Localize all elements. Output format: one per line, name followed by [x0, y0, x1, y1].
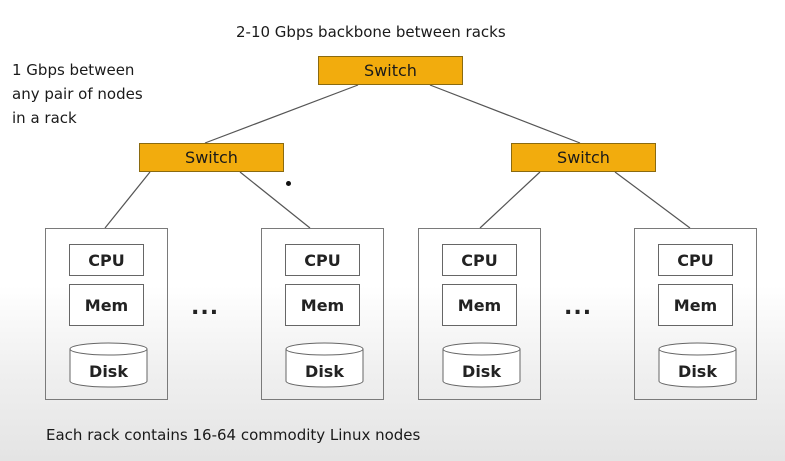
rack-link-note-line-3: in a rack — [12, 109, 77, 127]
link-top-to-right-switch — [429, 84, 581, 144]
disk-cylinder: Disk — [442, 341, 521, 389]
disk-icon — [69, 342, 148, 388]
disk-icon — [658, 342, 737, 388]
link-right-switch-to-node-4 — [614, 171, 691, 229]
link-left-switch-to-node-1 — [104, 171, 151, 229]
disk-label: Disk — [678, 362, 717, 381]
ellipsis-left: ... — [191, 295, 220, 320]
disk-cylinder: Disk — [285, 341, 364, 389]
node-box: CPU Mem Disk — [634, 228, 757, 400]
node-box: CPU Mem Disk — [45, 228, 168, 400]
node-box: CPU Mem Disk — [261, 228, 384, 400]
node-box: CPU Mem Disk — [418, 228, 541, 400]
cpu-box: CPU — [285, 244, 360, 276]
disk-icon — [442, 342, 521, 388]
ellipsis-right: ... — [564, 295, 593, 320]
disk-icon — [285, 342, 364, 388]
disk-cylinder: Disk — [658, 341, 737, 389]
rack-switch-left: Switch — [139, 143, 284, 172]
cpu-box: CPU — [442, 244, 517, 276]
disk-label: Disk — [89, 362, 128, 381]
link-left-switch-to-node-2 — [239, 171, 311, 229]
backbone-caption: 2-10 Gbps backbone between racks — [236, 23, 506, 41]
link-right-switch-to-node-3 — [479, 171, 541, 229]
disk-cylinder: Disk — [69, 341, 148, 389]
mem-box: Mem — [285, 284, 360, 326]
rack-link-note-line-2: any pair of nodes — [12, 85, 143, 103]
cursor-dot — [286, 181, 291, 186]
mem-box: Mem — [69, 284, 144, 326]
disk-label: Disk — [305, 362, 344, 381]
disk-label: Disk — [462, 362, 501, 381]
rack-switch-right: Switch — [511, 143, 656, 172]
link-top-to-left-switch — [204, 84, 359, 144]
rack-size-caption: Each rack contains 16-64 commodity Linux… — [46, 426, 421, 444]
backbone-switch: Switch — [318, 56, 463, 85]
cpu-box: CPU — [658, 244, 733, 276]
mem-box: Mem — [658, 284, 733, 326]
rack-link-note-line-1: 1 Gbps between — [12, 61, 135, 79]
mem-box: Mem — [442, 284, 517, 326]
cpu-box: CPU — [69, 244, 144, 276]
